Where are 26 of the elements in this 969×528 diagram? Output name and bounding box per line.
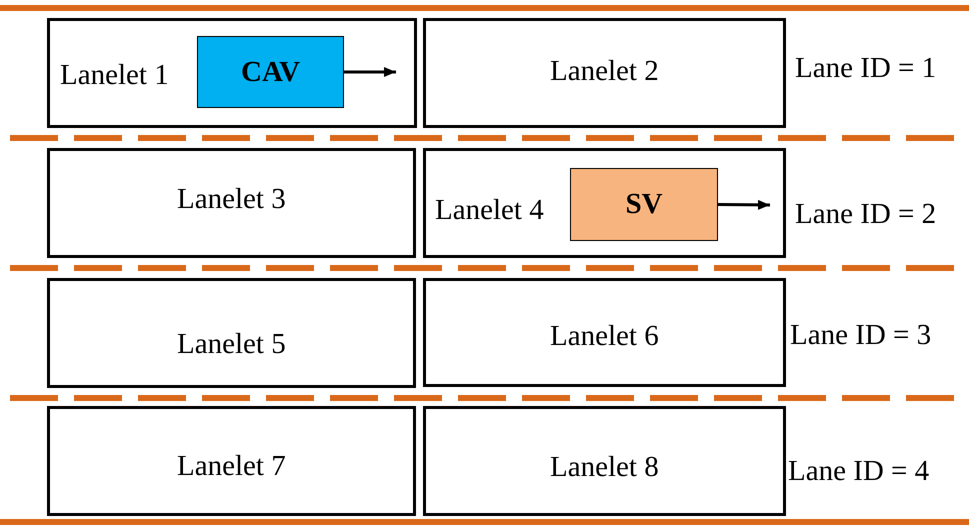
lanelet-box — [423, 148, 786, 258]
lanelet-box — [47, 148, 416, 258]
lanelet-box — [423, 18, 786, 128]
lanelet-label: Lanelet 6 — [550, 322, 659, 350]
lane-id-label: Lane ID = 1 — [795, 54, 936, 82]
lane-id-label: Lane ID = 2 — [795, 200, 936, 228]
lanelet-label: Lanelet 7 — [177, 452, 286, 480]
lanelet-label: Lanelet 8 — [550, 452, 659, 482]
lanelet-label: Lanelet 3 — [177, 184, 286, 214]
lanelet-box — [47, 406, 416, 516]
vehicle-label: SV — [626, 190, 663, 219]
vehicle-label: CAV — [241, 58, 300, 86]
lane-id-label: Lane ID = 3 — [790, 320, 932, 350]
lanelet-label: Lanelet 1 — [60, 60, 169, 90]
lanelet-box — [47, 18, 417, 128]
direction-arrow — [718, 200, 770, 210]
vehicle-box — [570, 168, 718, 241]
lanelet-label: Lanelet 5 — [177, 330, 286, 358]
lanelet-label: Lanelet 2 — [550, 56, 659, 86]
lane-id-label: Lane ID = 4 — [788, 456, 930, 486]
direction-arrow — [344, 67, 396, 77]
vehicle-box — [197, 36, 344, 108]
lanelet-box — [423, 278, 786, 387]
lanelet-box — [423, 406, 786, 516]
lanelet-box — [47, 278, 416, 388]
lanelet-label: Lanelet 4 — [435, 196, 544, 224]
